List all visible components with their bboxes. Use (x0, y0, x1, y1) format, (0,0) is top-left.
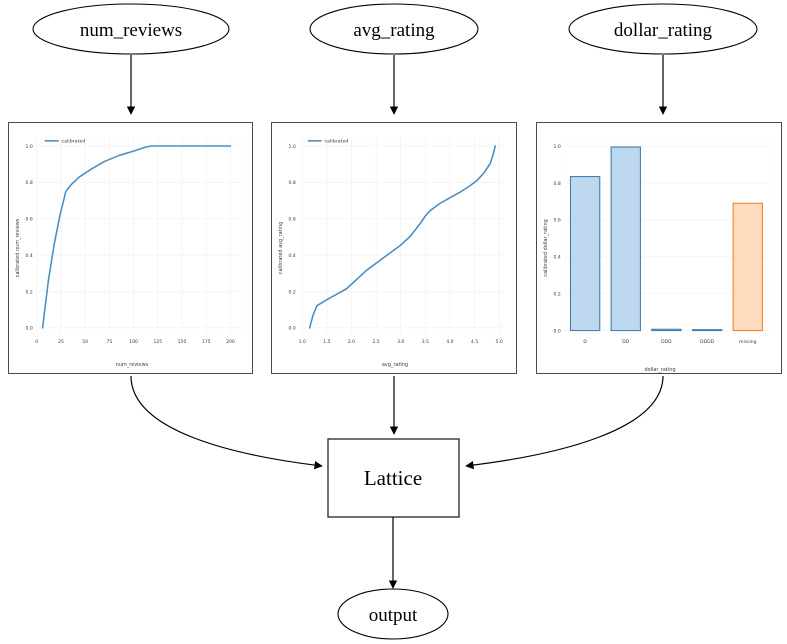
chart-dollar_rating-yticks: 0.0 0.2 0.4 0.6 0.8 1.0 (554, 144, 561, 334)
chart-num_reviews-xlabel: num_reviews (116, 362, 149, 368)
svg-text:0.2: 0.2 (554, 291, 561, 297)
chart-avg_rating-series (308, 145, 497, 329)
node-output[interactable]: output (337, 588, 449, 640)
svg-text:75: 75 (106, 339, 112, 345)
node-lattice[interactable]: Lattice (327, 438, 460, 518)
chart-num_reviews-legend: calibrated (44, 139, 86, 145)
chart-num_reviews-series (41, 145, 232, 329)
svg-text:0.6: 0.6 (289, 217, 296, 223)
node-num_reviews-label: num_reviews (80, 20, 182, 41)
node-lattice-label: Lattice (364, 466, 422, 490)
svg-text:150: 150 (178, 339, 187, 345)
svg-text:0.8: 0.8 (26, 180, 33, 186)
chart-num_reviews-ylabel: calibrated num_reviews (15, 218, 21, 277)
svg-text:4.0: 4.0 (446, 339, 453, 345)
svg-text:0.4: 0.4 (26, 253, 33, 259)
svg-text:0.6: 0.6 (554, 218, 561, 224)
svg-text:4.5: 4.5 (471, 339, 478, 345)
svg-text:25: 25 (58, 339, 64, 345)
svg-text:0.2: 0.2 (26, 289, 33, 295)
chart-avg_rating-grid (299, 136, 504, 334)
svg-text:0.2: 0.2 (289, 289, 296, 295)
svg-text:0.0: 0.0 (26, 326, 33, 332)
svg-text:calibrated: calibrated (62, 139, 86, 145)
svg-text:0.8: 0.8 (554, 181, 561, 187)
node-avg_rating-label: avg_rating (353, 20, 435, 41)
edge-calibrator-dollar_rating-to-lattice (465, 375, 664, 470)
chart-num_reviews-grid (36, 136, 241, 334)
node-avg_rating[interactable]: avg_rating (309, 3, 479, 55)
calibrator-plot-avg_rating: 0.0 0.2 0.4 0.6 0.8 1.0 1.0 1.5 2.0 2.5 3.0 3.5 4.0… (271, 122, 517, 374)
svg-text:1.0: 1.0 (299, 339, 306, 345)
chart-num_reviews-yticks: 0.0 0.2 0.4 0.6 0.8 1.0 (26, 144, 33, 332)
svg-text:1.0: 1.0 (289, 144, 296, 150)
svg-text:0.4: 0.4 (289, 253, 296, 259)
svg-text:2.5: 2.5 (372, 339, 379, 345)
chart-avg_rating-yticks: 0.0 0.2 0.4 0.6 0.8 1.0 (289, 144, 296, 332)
svg-text:1.0: 1.0 (554, 144, 561, 150)
svg-text:1.0: 1.0 (26, 144, 33, 150)
svg-text:DD: DD (622, 339, 630, 345)
chart-avg_rating-xticks: 1.0 1.5 2.0 2.5 3.0 3.5 4.0 4.5 5.0 (299, 339, 503, 345)
svg-text:DDDD: DDDD (700, 339, 715, 345)
svg-text:0.6: 0.6 (26, 217, 33, 223)
svg-text:5.0: 5.0 (496, 339, 503, 345)
svg-text:3.0: 3.0 (397, 339, 404, 345)
chart-dollar_rating-ylabel: calibrated dollar_rating (543, 219, 549, 276)
svg-text:50: 50 (82, 339, 88, 345)
node-output-label: output (369, 605, 418, 626)
svg-text:DDD: DDD (661, 339, 672, 345)
svg-text:0.4: 0.4 (554, 255, 561, 261)
svg-text:calibrated: calibrated (325, 139, 349, 145)
node-num_reviews[interactable]: num_reviews (32, 3, 230, 55)
svg-text:0: 0 (35, 339, 38, 345)
chart-avg_rating-legend: calibrated (307, 139, 349, 145)
svg-text:3.5: 3.5 (422, 339, 429, 345)
node-dollar_rating-label: dollar_rating (614, 20, 713, 41)
svg-text:1.5: 1.5 (323, 339, 330, 345)
svg-text:200: 200 (226, 339, 235, 345)
svg-text:D: D (583, 339, 587, 345)
svg-text:100: 100 (129, 339, 138, 345)
node-dollar_rating[interactable]: dollar_rating (568, 3, 758, 55)
svg-text:0.0: 0.0 (554, 328, 561, 334)
calibrator-plot-num_reviews: 0.0 0.2 0.4 0.6 0.8 1.0 0 25 50 75 100 125 150 175 20… (8, 122, 253, 374)
chart-avg_rating-xlabel: avg_rating (382, 362, 408, 368)
svg-text:0.0: 0.0 (289, 326, 296, 332)
svg-text:2.0: 2.0 (348, 339, 355, 345)
svg-text:0.8: 0.8 (289, 180, 296, 186)
svg-text:missing: missing (739, 339, 757, 345)
edge-calibrator-num_reviews-to-lattice (130, 375, 323, 470)
svg-text:125: 125 (153, 339, 162, 345)
chart-dollar_rating-xlabel: dollar_rating (644, 367, 675, 373)
svg-text:175: 175 (202, 339, 211, 345)
chart-num_reviews: 0.0 0.2 0.4 0.6 0.8 1.0 0 25 50 75 100 125 150 175 20… (15, 136, 241, 368)
chart-avg_rating: 0.0 0.2 0.4 0.6 0.8 1.0 1.0 1.5 2.0 2.5 3.0 3.5 4.0… (278, 136, 504, 368)
chart-avg_rating-ylabel: calibrated avg_rating (278, 222, 284, 275)
chart-num_reviews-xticks: 0 25 50 75 100 125 150 175 200 (35, 339, 235, 345)
